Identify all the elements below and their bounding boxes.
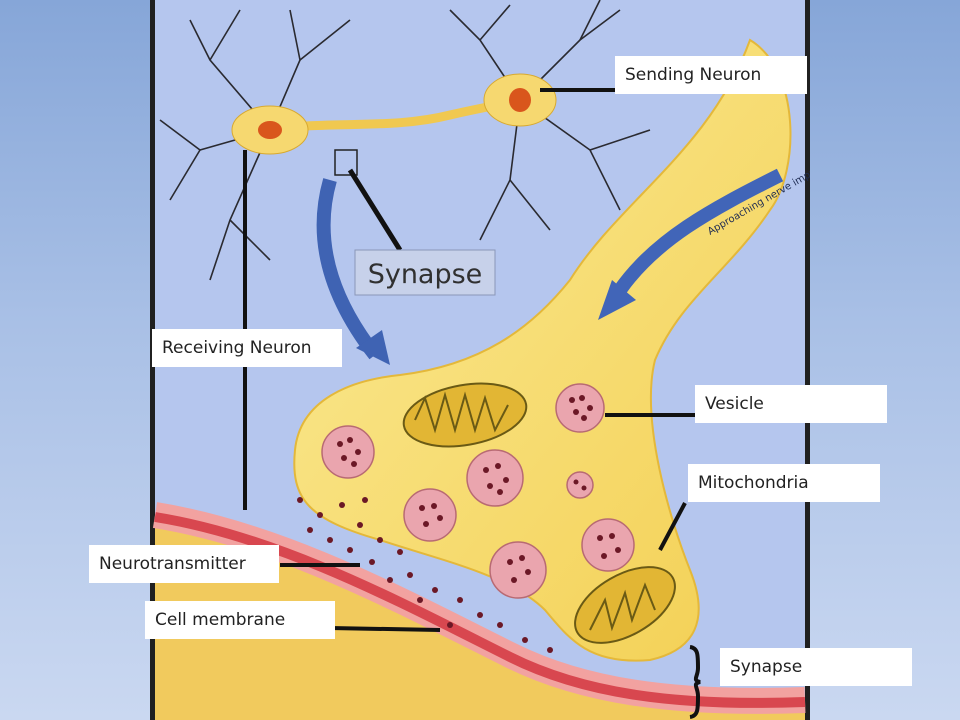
label-cell-membrane: Cell membrane <box>145 601 335 639</box>
label-vesicle: Vesicle <box>695 385 887 423</box>
sending-neuron-nucleus <box>509 88 531 112</box>
label-synapse: Synapse <box>720 648 912 686</box>
zoom-arrow <box>316 178 381 360</box>
mitochondrion-lower <box>574 566 676 644</box>
label-mitochondria: Mitochondria <box>688 464 880 502</box>
label-receiving-neuron: Receiving Neuron <box>152 329 342 367</box>
label-neurotransmitter: Neurotransmitter <box>89 545 279 583</box>
receiving-neuron-nucleus <box>258 121 282 139</box>
dendrites <box>159 0 651 281</box>
neurotransmitter-dots <box>297 497 553 653</box>
vesicles <box>321 383 635 599</box>
mitochondrion-upper <box>402 382 528 448</box>
zoom-box <box>334 149 358 176</box>
vesicle-contents <box>337 395 621 583</box>
label-sending-neuron: Sending Neuron <box>615 56 807 94</box>
embedded-synapse-title: Synapse <box>368 259 483 290</box>
synapse-diagram: Synapse Approaching nerve impulse <box>150 0 810 720</box>
nerve-impulse-arrow <box>614 168 784 295</box>
